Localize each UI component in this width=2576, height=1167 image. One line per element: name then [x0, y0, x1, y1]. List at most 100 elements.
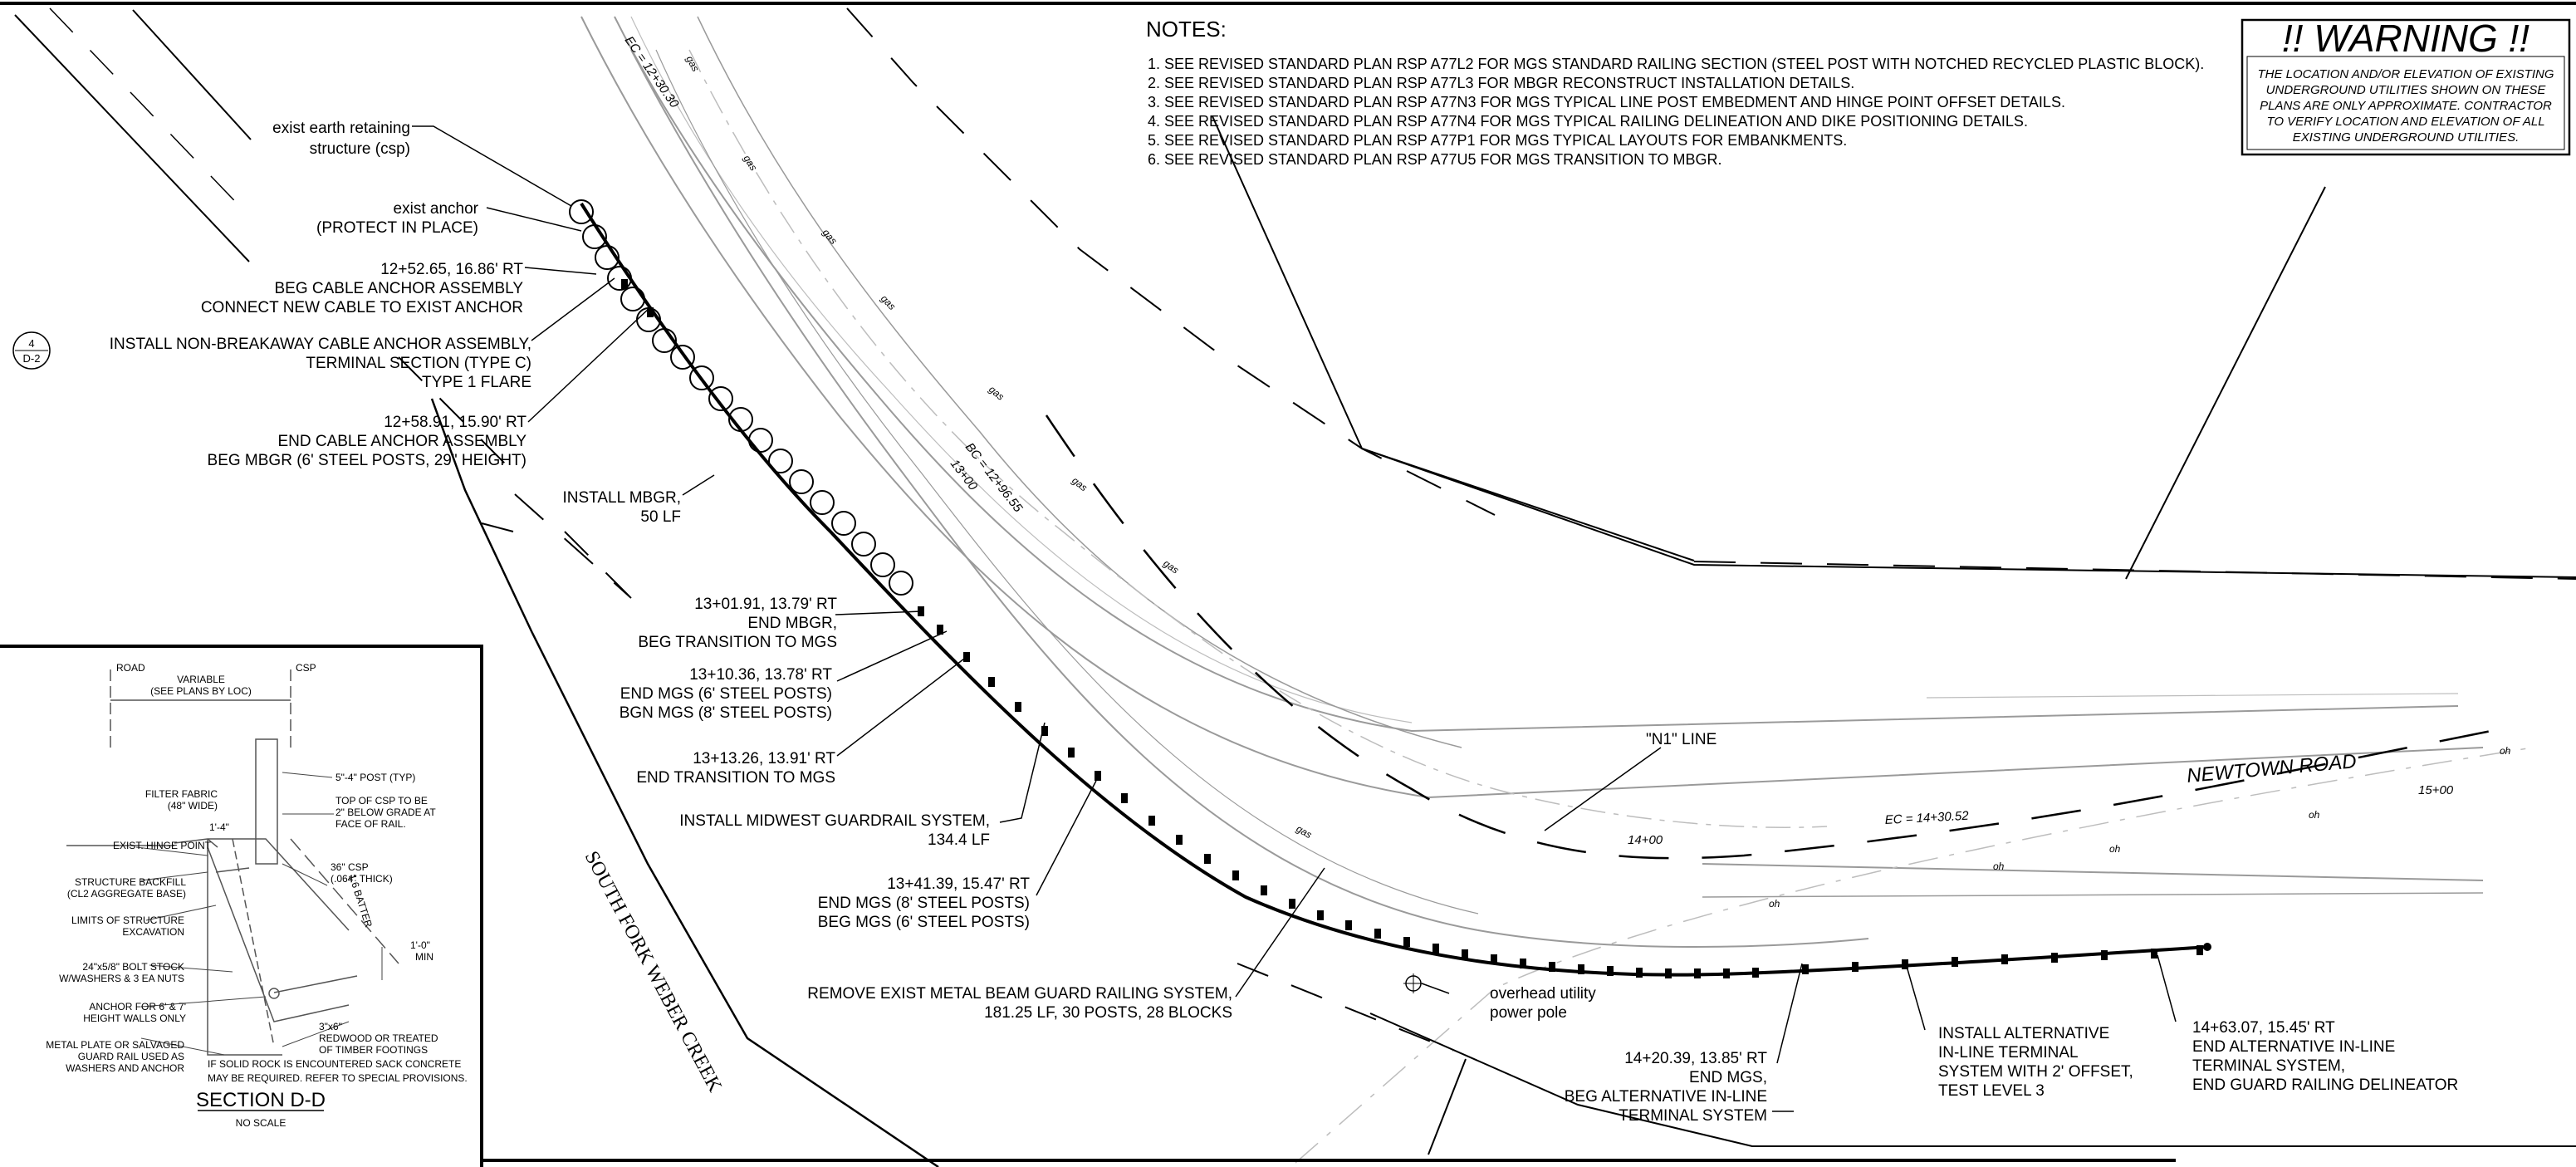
callout-end-mgs-alt: 14+20.39, 13.85' RT [1624, 1050, 1767, 1067]
callout-remove-exist: 181.25 LF, 30 POSTS, 28 BLOCKS [984, 1004, 1232, 1022]
callout-end-mbgr: END MBGR, [747, 615, 837, 632]
leader-lines [412, 125, 2177, 1112]
detail-ref-number: 4 [28, 337, 34, 350]
callout-end-cable: END CABLE ANCHOR ASSEMBLY [277, 433, 526, 450]
section-label-right: 3"x6" [319, 1021, 342, 1032]
callout-install-mbgr: 50 LF [640, 508, 681, 526]
section-title: SECTION D-D [196, 1089, 326, 1111]
section-label-right: 2" BELOW GRADE AT [335, 807, 436, 818]
callout-beg-cable: 12+52.65, 16.86' RT [380, 261, 523, 278]
section-rock-note: IF SOLID ROCK IS ENCOUNTERED SACK CONCRE… [208, 1058, 461, 1070]
station-15: 15+00 [2418, 783, 2454, 797]
section-label-left: STRUCTURE BACKFILL [75, 876, 186, 888]
callout-end-mgs-alt: BEG ALTERNATIVE IN-LINE [1565, 1088, 1767, 1106]
section-label-right: 1'-0" [410, 939, 430, 951]
section-label-left: (CL2 AGGREGATE BASE) [67, 888, 186, 900]
section-d-d-detail [0, 645, 2176, 1167]
section-label-right: REDWOOD OR TREATED [319, 1032, 438, 1044]
warning-line: EXISTING UNDERGROUND UTILITIES. [2293, 130, 2520, 145]
callout-install-midwest: 134.4 LF [928, 831, 990, 849]
callout-anchor: exist anchor [394, 200, 479, 218]
section-label-left: METAL PLATE OR SALVAGED [46, 1039, 184, 1051]
callout-end-alt: END GUARD RAILING DELINEATOR [2192, 1076, 2458, 1094]
callout-end-mgs-alt: END MGS, [1689, 1069, 1767, 1086]
section-label-right: MIN [415, 951, 433, 963]
warning-line: UNDERGROUND UTILITIES SHOWN ON THESE [2266, 83, 2547, 97]
callout-install-midwest: INSTALL MIDWEST GUARDRAIL SYSTEM, [679, 812, 990, 830]
utility-oh-tag: oh [2309, 809, 2320, 821]
callout-end-transition: END TRANSITION TO MGS [636, 769, 835, 787]
section-label-right: 5"-4" POST (TYP) [335, 772, 415, 783]
section-label-left: GUARD RAIL USED AS [78, 1051, 184, 1062]
station-ec-mid: EC = 14+30.52 [1884, 809, 1969, 827]
note-item: 4. SEE REVISED STANDARD PLAN RSP A77N4 F… [1148, 113, 2028, 130]
callout-non-breakaway: TERMINAL SECTION (TYPE C) [306, 355, 531, 372]
section-label-left: LIMITS OF STRUCTURE [71, 914, 184, 926]
section-label-left: (48" WIDE) [168, 800, 218, 812]
warning-line: TO VERIFY LOCATION AND ELEVATION OF ALL [2266, 115, 2544, 129]
section-label-right: 36" CSP [331, 861, 369, 873]
note-item: 2. SEE REVISED STANDARD PLAN RSP A77L3 F… [1148, 75, 1854, 91]
detail-reference-bubble: 4 D-2 [12, 331, 51, 370]
section-label-right: (.064" THICK) [331, 873, 393, 885]
utility-oh-tag: oh [1769, 898, 1780, 910]
callout-n1-line: "N1" LINE [1646, 731, 1717, 748]
callout-end-cable: BEG MBGR (6' STEEL POSTS, 29" HEIGHT) [208, 452, 526, 469]
section-label-right: TOP OF CSP TO BE [335, 795, 428, 807]
section-label-left: ANCHOR FOR 6' & 7' [89, 1001, 186, 1013]
section-rock-note: MAY BE REQUIRED. REFER TO SPECIAL PROVIS… [208, 1072, 468, 1084]
utility-oh-tag: oh [1993, 861, 2005, 872]
callout-end-cable: 12+58.91, 15.90' RT [384, 414, 526, 431]
callout-end-alt: 14+63.07, 15.45' RT [2192, 1019, 2335, 1037]
callout-end-transition: 13+13.26, 13.91' RT [693, 750, 835, 767]
section-scale: NO SCALE [236, 1117, 286, 1129]
callout-install-alt: IN-LINE TERMINAL [1938, 1044, 2079, 1062]
section-label-right: FACE OF RAIL. [335, 818, 406, 830]
guardrail-run [569, 199, 2211, 978]
callout-install-mbgr: INSTALL MBGR, [562, 489, 681, 507]
callout-beg-cable: CONNECT NEW CABLE TO EXIST ANCHOR [201, 299, 523, 316]
warning-title: !! WARNING !! [2282, 17, 2529, 60]
note-item: 5. SEE REVISED STANDARD PLAN RSP A77P1 F… [1148, 132, 1847, 149]
callout-install-alt: TEST LEVEL 3 [1938, 1082, 2045, 1100]
warning-line: PLANS ARE ONLY APPROXIMATE. CONTRACTOR [2260, 99, 2552, 113]
callout-end-mgs-6: END MGS (6' STEEL POSTS) [620, 685, 832, 703]
section-variable: VARIABLE [177, 674, 225, 685]
callout-end-mbgr: 13+01.91, 13.79' RT [694, 596, 837, 613]
callouts-right: overhead utility power pole 14+20.39, 13… [1490, 731, 2458, 1125]
callout-end-mgs-6: 13+10.36, 13.78' RT [689, 666, 832, 684]
callout-anchor: (PROTECT IN PLACE) [316, 219, 478, 237]
callout-non-breakaway: TYPE 1 FLARE [422, 374, 531, 391]
notes-block: NOTES: 1. SEE REVISED STANDARD PLAN RSP … [1146, 17, 2204, 168]
section-label-left: EXCAVATION [122, 926, 184, 938]
station-14: 14+00 [1628, 833, 1663, 847]
section-label-left: 24"x5/8" BOLT STOCK [82, 961, 184, 973]
warning-box: !! WARNING !! THE LOCATION AND/OR ELEVAT… [2241, 17, 2571, 156]
notes-title: NOTES: [1146, 17, 1227, 42]
callout-non-breakaway: INSTALL NON-BREAKAWAY CABLE ANCHOR ASSEM… [110, 336, 531, 353]
callout-end-mgs-6: BGN MGS (8' STEEL POSTS) [620, 704, 832, 722]
callout-end-mgs-8: END MGS (8' STEEL POSTS) [818, 895, 1030, 912]
callout-power-pole: power pole [1490, 1004, 1567, 1022]
utility-oh-tag: oh [2109, 843, 2121, 855]
section-label-right: OF TIMBER FOOTINGS [319, 1044, 428, 1056]
section-label-left: FILTER FABRIC [145, 788, 218, 800]
callout-end-mgs-alt: TERMINAL SYSTEM [1619, 1107, 1767, 1125]
callout-remove-exist: REMOVE EXIST METAL BEAM GUARD RAILING SY… [807, 985, 1232, 1003]
callout-end-mbgr: BEG TRANSITION TO MGS [638, 634, 837, 651]
note-item: 6. SEE REVISED STANDARD PLAN RSP A77U5 F… [1148, 151, 1722, 168]
section-label-left: WASHERS AND ANCHOR [66, 1062, 184, 1074]
callout-end-mgs-8: 13+41.39, 15.47' RT [887, 875, 1030, 893]
callout-end-mgs-8: BEG MGS (6' STEEL POSTS) [818, 914, 1030, 931]
detail-ref-sheet: D-2 [23, 352, 41, 365]
note-item: 1. SEE REVISED STANDARD PLAN RSP A77L2 F… [1148, 56, 2204, 72]
callout-install-alt: INSTALL ALTERNATIVE [1938, 1025, 2109, 1042]
callout-beg-cable: BEG CABLE ANCHOR ASSEMBLY [274, 280, 523, 297]
section-label-left: EXIST. HINGE POINT [113, 840, 212, 851]
callout-end-alt: END ALTERNATIVE IN-LINE [2192, 1038, 2395, 1056]
section-label-left: HEIGHT WALLS ONLY [83, 1013, 186, 1024]
callout-retaining: exist earth retaining [272, 120, 410, 137]
road-linework [14, 7, 2576, 1167]
callout-install-alt: SYSTEM WITH 2' OFFSET, [1938, 1063, 2133, 1081]
